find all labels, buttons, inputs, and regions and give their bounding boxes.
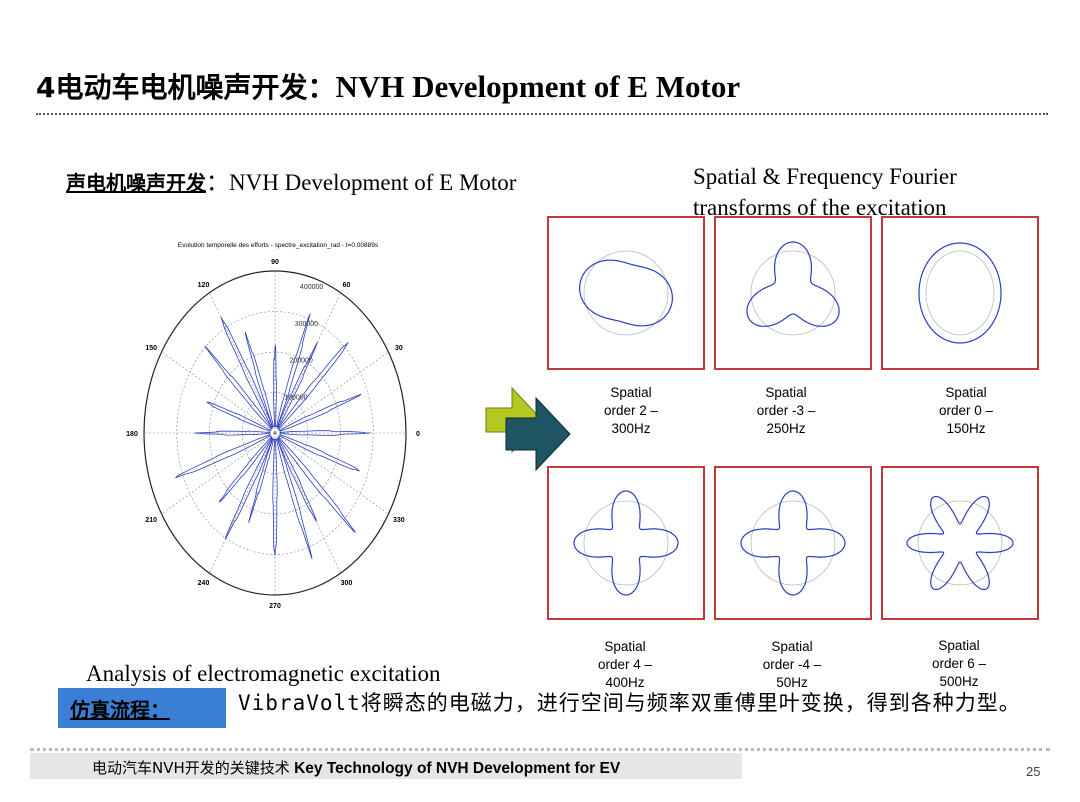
page-number: 25 bbox=[1026, 764, 1041, 779]
footer-bar bbox=[30, 753, 742, 779]
polar-angle-label: 300 bbox=[341, 580, 353, 587]
polar-spoke bbox=[161, 432, 276, 515]
spatial-transform-title: Spatial & Frequency Fourier transforms o… bbox=[693, 164, 957, 220]
polar-spoke bbox=[209, 292, 276, 434]
polar-excitation-plot: Evolution temporelle des efforts - spect… bbox=[126, 242, 420, 610]
polar-spoke bbox=[274, 432, 341, 574]
polar-angle-label: 0 bbox=[416, 431, 420, 438]
mode-box-6 bbox=[881, 466, 1039, 620]
process-description: VibraVolt将瞬态的电磁力，进行空间与频率双重傅里叶变换，得到各种力型。 bbox=[238, 691, 1021, 715]
polar-spoke bbox=[274, 292, 341, 434]
mode-label-3: Spatial order 0 – 150Hz bbox=[938, 385, 994, 436]
process-badge: 仿真流程： bbox=[58, 688, 226, 728]
mode-label-6: Spatial order 6 – 500Hz bbox=[931, 638, 987, 689]
polar-spoke bbox=[209, 432, 276, 574]
polar-angle-label: 90 bbox=[271, 259, 279, 266]
mode-box-2 bbox=[714, 216, 872, 370]
polar-radial-label: 200000 bbox=[289, 358, 312, 365]
footer-cn: 电动汽车NVH开发的关键技术 bbox=[92, 759, 290, 777]
mode-box-4 bbox=[547, 466, 705, 620]
polar-angle-label: 270 bbox=[269, 603, 281, 610]
page-title: 4电动车电机噪声开发：NVH Development of E Motor bbox=[36, 66, 740, 106]
subtitle-en: NVH Development of E Motor bbox=[229, 170, 517, 195]
polar-spoke bbox=[274, 432, 389, 515]
process-label: 仿真流程： bbox=[70, 698, 170, 722]
mode-box-5 bbox=[714, 466, 872, 620]
mode-curve-1 bbox=[579, 259, 673, 327]
polar-angle-label: 330 bbox=[393, 517, 405, 524]
page-title-en: NVH Development of E Motor bbox=[335, 69, 741, 104]
title-divider bbox=[36, 113, 1048, 115]
footer-divider bbox=[30, 748, 1050, 751]
polar-force-curve bbox=[175, 313, 371, 560]
polar-radial-label: 100000 bbox=[284, 394, 307, 401]
polar-spoke bbox=[161, 351, 276, 434]
footer-text: 电动汽车NVH开发的关键技术 Key Technology of NVH Dev… bbox=[92, 757, 620, 778]
mode-curve-6 bbox=[906, 495, 1014, 591]
subtitle-sep: ： bbox=[206, 170, 229, 195]
mode-curve-4 bbox=[573, 490, 679, 596]
polar-angle-label: 150 bbox=[145, 345, 157, 352]
polar-angle-label: 60 bbox=[343, 282, 351, 289]
polar-grid bbox=[143, 270, 407, 596]
analysis-caption: Analysis of electromagnetic excitation bbox=[86, 661, 441, 686]
mode-curve-3 bbox=[918, 242, 1002, 344]
mode-box-3 bbox=[881, 216, 1039, 370]
polar-angle-label: 30 bbox=[395, 345, 403, 352]
polar-spoke bbox=[274, 351, 389, 434]
subtitle-cn: 声电机噪声开发 bbox=[66, 171, 206, 195]
mode-curve-5 bbox=[740, 490, 846, 596]
transform-arrow bbox=[485, 386, 571, 472]
mode-label-1: Spatial order 2 – 300Hz bbox=[603, 385, 659, 436]
section-subtitle: 声电机噪声开发：NVH Development of E Motor bbox=[66, 163, 516, 197]
arrow-front bbox=[505, 396, 571, 472]
mode-box-1 bbox=[547, 216, 705, 370]
polar-plot-title: Evolution temporelle des efforts - spect… bbox=[178, 242, 379, 249]
page-title-cn: 4电动车电机噪声开发： bbox=[36, 71, 336, 104]
mode-curve-2 bbox=[746, 241, 840, 327]
footer-en: Key Technology of NVH Development for EV bbox=[294, 760, 621, 777]
polar-radial-label: 400000 bbox=[300, 284, 323, 291]
mode-label-2: Spatial order -3 – 250Hz bbox=[756, 385, 816, 436]
mode-label-5: Spatial order -4 – 50Hz bbox=[762, 639, 822, 690]
polar-angle-label: 210 bbox=[145, 517, 157, 524]
polar-angle-label: 180 bbox=[126, 431, 138, 438]
polar-angle-label: 240 bbox=[198, 580, 210, 587]
mode-label-4: Spatial order 4 – 400Hz bbox=[597, 639, 653, 690]
polar-angle-label: 120 bbox=[198, 282, 210, 289]
